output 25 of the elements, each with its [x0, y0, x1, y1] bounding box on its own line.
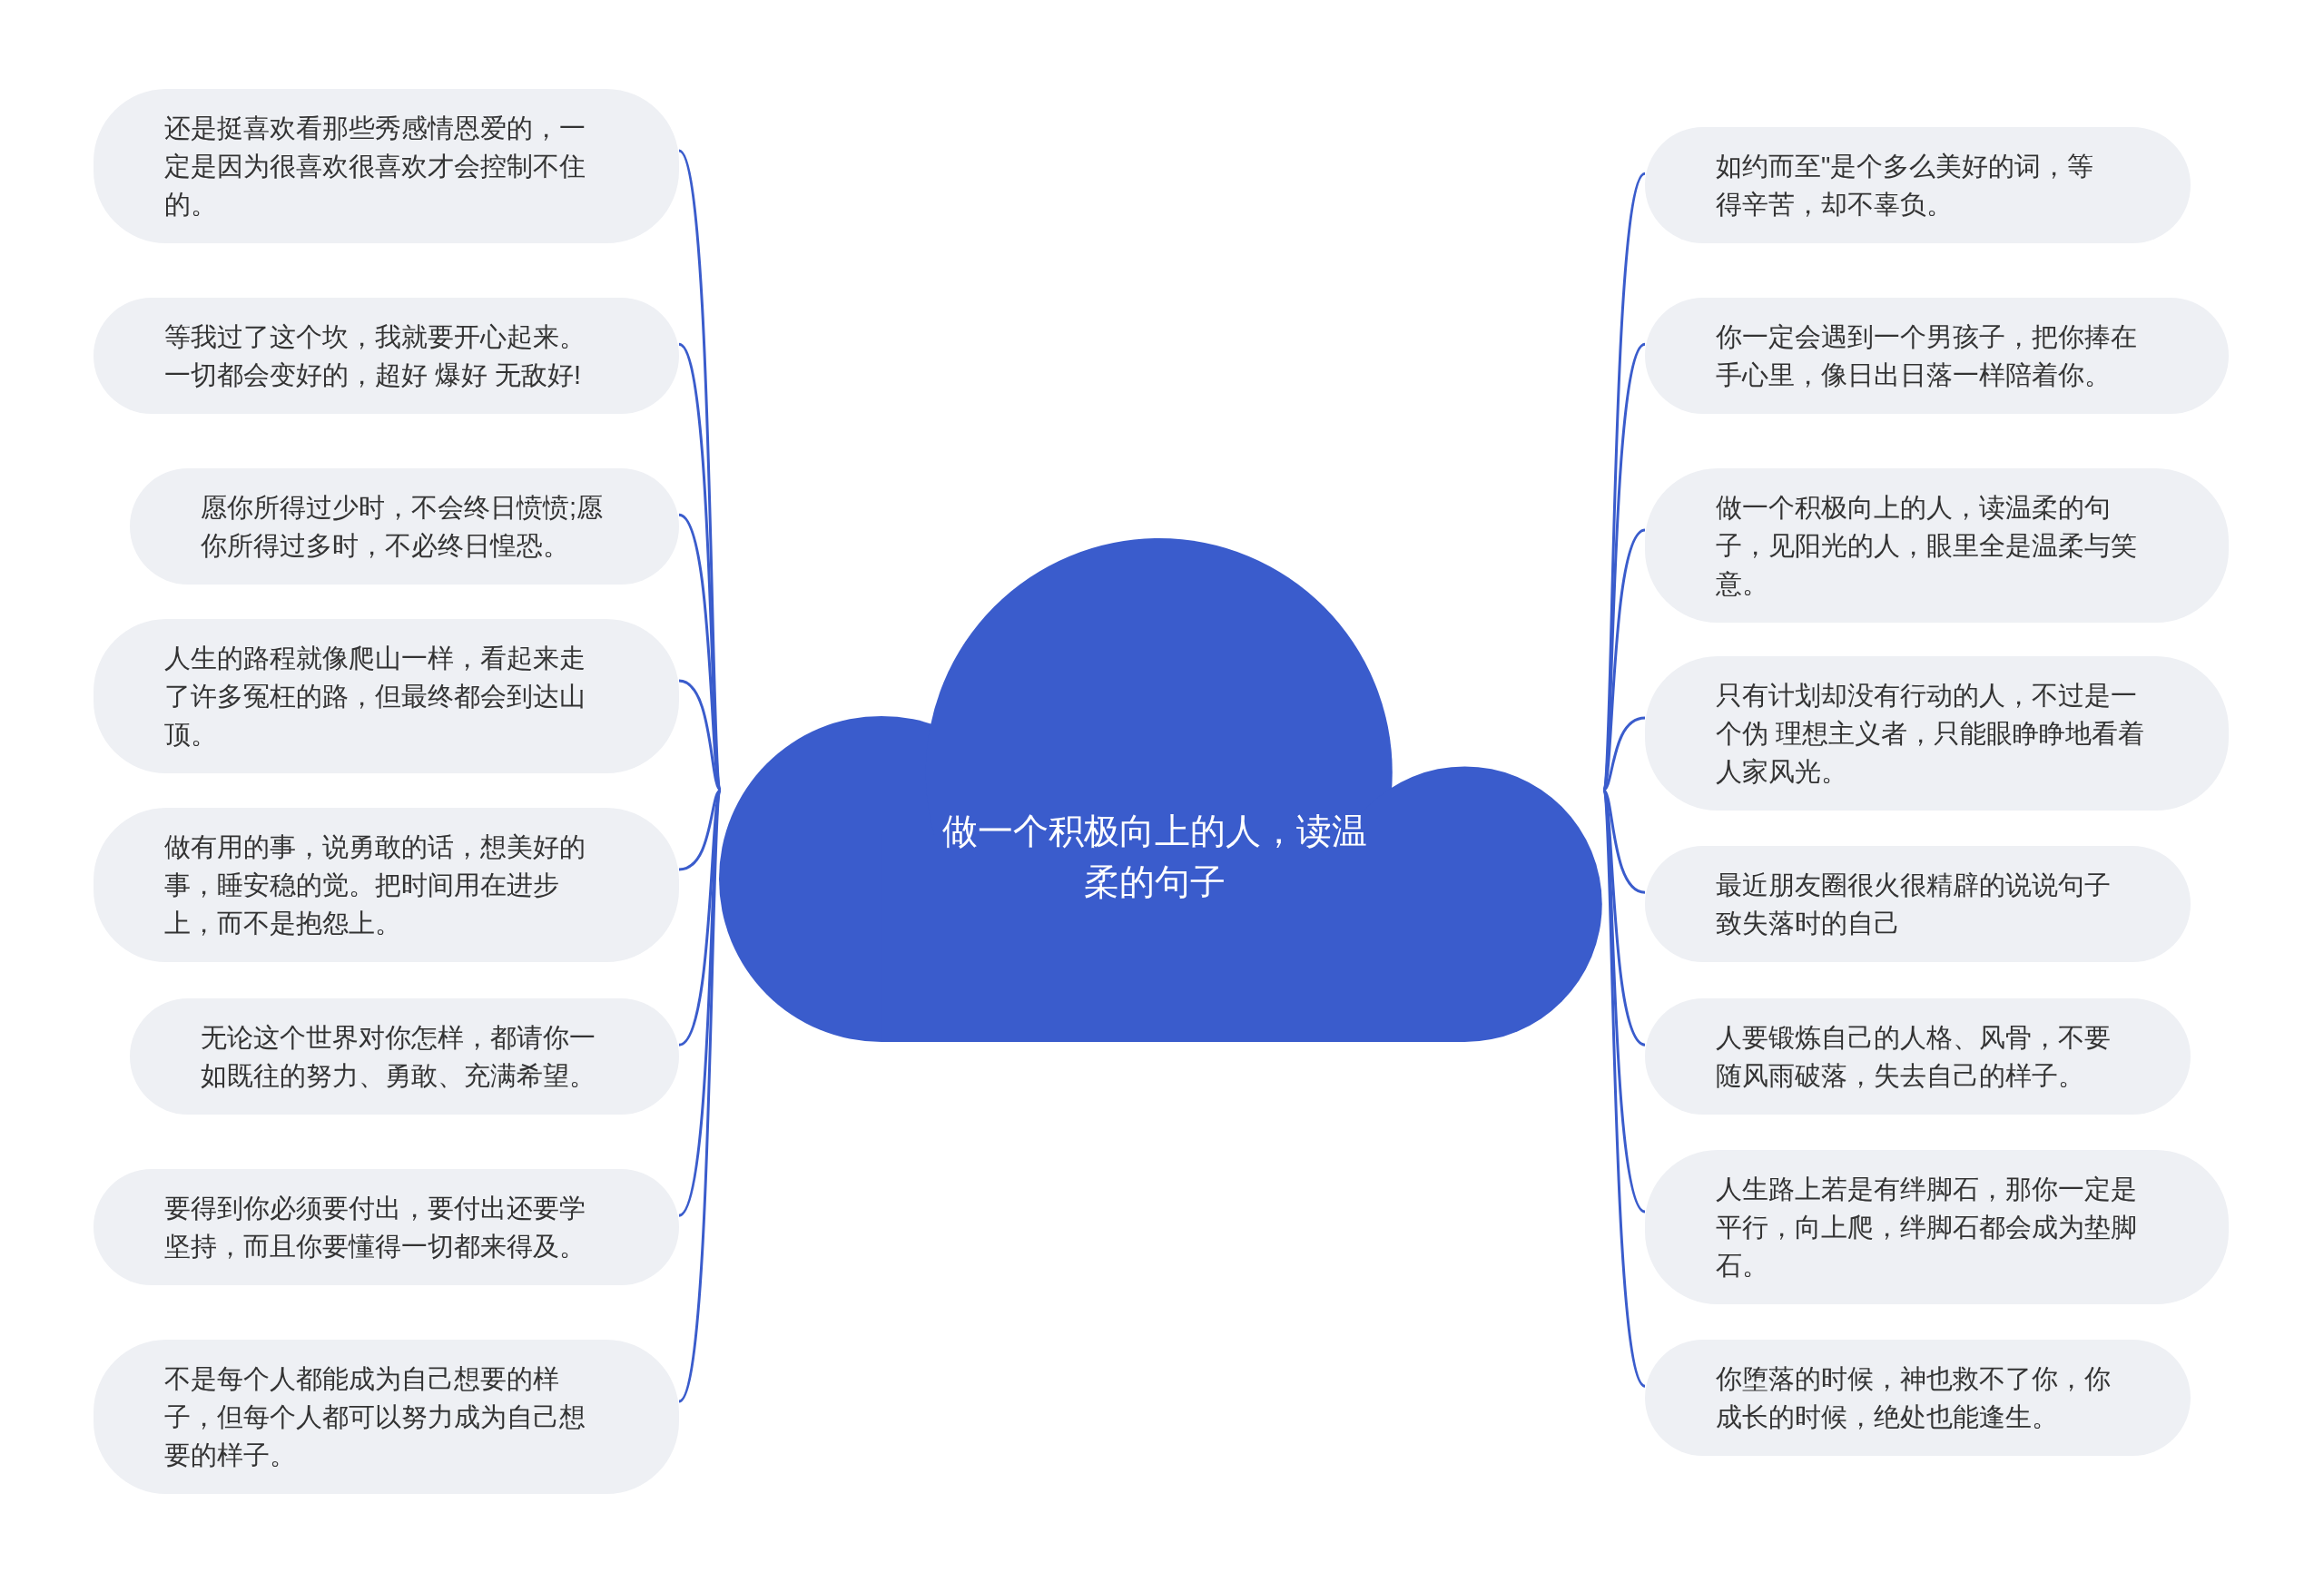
topic-text: 你堕落的时候，神也救不了你，你成长的时候，绝处也能逢生。 — [1716, 1363, 2112, 1433]
topic-text: 最近朋友圈很火很精辟的说说句子致失落时的自己 — [1716, 870, 2112, 939]
topic-text: 人要锻炼自己的人格、风骨，不要随风雨破落，失去自己的样子。 — [1716, 1022, 2112, 1092]
connector-line — [1602, 716, 1646, 791]
topic-text: 做有用的事，说勇敢的话，想美好的事，睡安稳的觉。把时间用在进步上，而不是抱怨上。 — [164, 831, 586, 939]
topic-text: 人生的路程就像爬山一样，看起来走了许多冤枉的路，但最终都会到达山顶。 — [164, 643, 586, 751]
connector-line — [1601, 790, 1647, 1388]
central-topic: 做一个积极向上的人，读温柔的句子 — [941, 811, 1368, 903]
topic-text: 人生路上若是有绊脚石，那你一定是平行，向上爬，绊脚石都会成为垫脚石。 — [1716, 1174, 2138, 1282]
topic-text: 无论这个世界对你怎样，都请你一如既往的努力、勇敢、充满希望。 — [201, 1022, 596, 1092]
topic-text: 等我过了这个坎，我就要开心起来。一切都会变好的，超好 爆好 无敌好! — [164, 321, 586, 391]
connector-line — [1602, 789, 1646, 894]
connector-line — [677, 790, 723, 1402]
connector-line — [678, 679, 722, 791]
topic-text: 要得到你必须要付出，要付出还要学坚持，而且你要懂得一切都来得及。 — [164, 1193, 586, 1263]
topic-text: 还是挺喜欢看那些秀感情恩爱的，一定是因为很喜欢很喜欢才会控制不住的。 — [164, 113, 586, 221]
topic-text: 愿你所得过少时，不会终日愤愤;愿你所得过多时，不必终日惶恐。 — [201, 492, 605, 562]
topic-text: 只有计划却没有行动的人，不过是一个伪 理想主义者，只能眼睁睁地看着人家风光。 — [1716, 680, 2146, 788]
connector-line — [1601, 528, 1646, 791]
connector-line — [1601, 172, 1647, 791]
connector-line — [678, 789, 722, 871]
topic-text: 你一定会遇到一个男孩子，把你捧在手心里，像日出日落一样陪着你。 — [1716, 321, 2138, 391]
topic-text: 做一个积极向上的人，读温柔的句子，见阳光的人，眼里全是温柔与笑意。 — [1716, 492, 2138, 600]
topic-text: 如约而至"是个多么美好的词，等得辛苦，却不辜负。 — [1716, 151, 2095, 221]
topic-text: 不是每个人都能成为自己想要的样子，但每个人都可以努力成为自己想要的样子。 — [164, 1363, 586, 1471]
